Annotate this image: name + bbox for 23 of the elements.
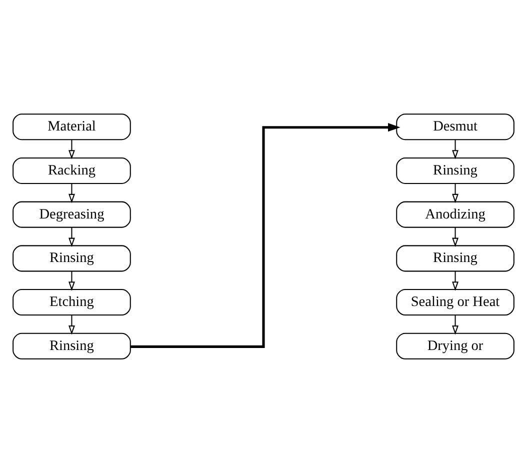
node-box: Rinsing [12,245,130,272]
node-box: Sealing or Heat [396,289,514,316]
node-box: Rinsing [396,157,514,184]
node-box: Etching [12,289,130,316]
arrow [68,184,74,204]
node-box: Anodizing [396,201,514,228]
arrow [68,228,74,247]
arrow [130,123,400,348]
arrow [68,140,74,160]
node-box: Rinsing [396,245,514,272]
arrow [68,271,74,291]
arrow [68,315,74,335]
node-box: Desmut [396,114,514,140]
arrow [452,315,458,335]
node-box: Degreasing [12,201,130,228]
arrow [452,184,458,204]
arrow [452,271,458,291]
node-box: Rinsing [12,332,130,360]
arrow [452,228,458,247]
node-box: Racking [12,157,130,184]
arrow [452,140,458,160]
node-box: Drying or [396,332,514,360]
node-box: Material [12,114,130,140]
